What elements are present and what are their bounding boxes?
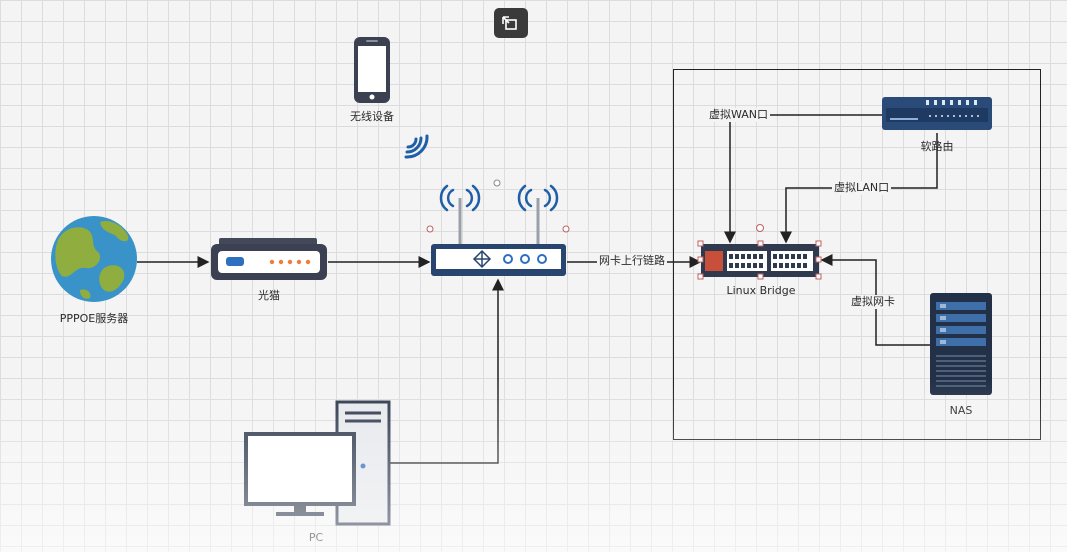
wifi-signal-icon	[404, 134, 429, 159]
uplink-edge-label: 网卡上行链路	[597, 254, 667, 268]
soft-router-label: 软路由	[920, 140, 954, 153]
edge-pc-router	[390, 278, 504, 464]
pc-icon	[244, 400, 391, 526]
virtual-wan-label: 虚拟WAN口	[707, 108, 771, 122]
collapse-icon	[502, 16, 517, 30]
linux-bridge-switch-icon	[697, 224, 822, 280]
modem-label: 光猫	[258, 289, 280, 302]
wireless-router-icon	[426, 179, 570, 276]
nas-server-icon	[930, 293, 992, 395]
server-label: PPPOE服务器	[59, 312, 129, 325]
optical-modem-icon	[211, 238, 327, 280]
collapse-button[interactable]	[494, 8, 528, 38]
virtual-nic-label: 虚拟网卡	[849, 295, 897, 309]
phone-label: 无线设备	[350, 110, 394, 123]
soft-router-icon	[882, 97, 992, 130]
edge-softrouter-wan	[724, 114, 882, 244]
nas-label: NAS	[949, 404, 973, 417]
pc-label: PC	[308, 531, 324, 544]
phone-icon	[354, 37, 390, 103]
globe-icon	[51, 216, 137, 302]
bridge-label: Linux Bridge	[726, 284, 796, 297]
virtual-lan-label: 虚拟LAN口	[832, 181, 892, 195]
